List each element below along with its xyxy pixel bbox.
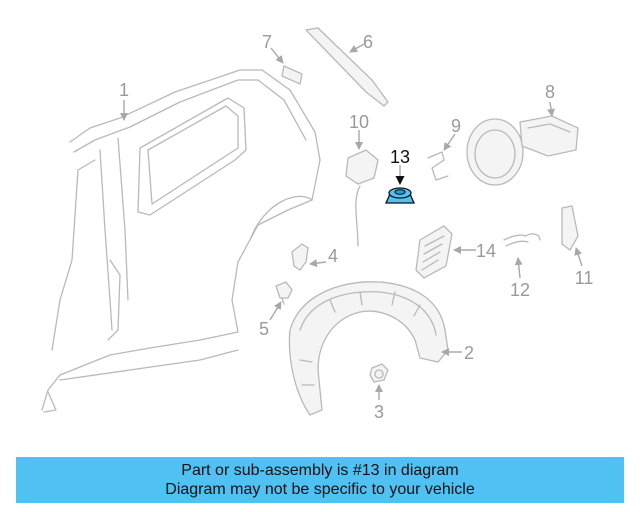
callout-13[interactable]: 13 xyxy=(390,147,410,167)
spring-part[interactable] xyxy=(427,151,449,181)
leader-11 xyxy=(574,247,583,267)
callout-11[interactable]: 11 xyxy=(575,268,594,288)
banner-line-2: Diagram may not be specific to your vehi… xyxy=(165,481,475,498)
fuel-door[interactable] xyxy=(466,115,579,186)
callout-12[interactable]: 12 xyxy=(510,280,530,300)
clip-part[interactable] xyxy=(291,243,309,271)
leader-4 xyxy=(309,259,327,268)
callout-3[interactable]: 3 xyxy=(374,402,384,422)
callout-8[interactable]: 8 xyxy=(545,82,555,102)
fastener-bolt[interactable] xyxy=(369,363,389,383)
callout-1[interactable]: 1 xyxy=(119,80,129,100)
hose-part[interactable] xyxy=(503,233,541,247)
push-pin[interactable] xyxy=(275,281,293,305)
callout-4[interactable]: 4 xyxy=(328,246,338,266)
info-banner: Part or sub-assembly is #13 in diagram D… xyxy=(16,457,624,503)
leader-9 xyxy=(443,133,456,151)
bracket-part[interactable] xyxy=(561,205,579,251)
leader-6 xyxy=(349,43,365,53)
parts-diagram: 1 2 3 4 5 6 7 8 9 10 11 12 13 14 xyxy=(41,27,594,422)
callout-9[interactable]: 9 xyxy=(451,116,461,136)
callout-7[interactable]: 7 xyxy=(262,32,272,52)
quarter-panel[interactable] xyxy=(41,69,321,413)
wheel-house-liner[interactable] xyxy=(288,281,449,416)
vent-grille[interactable] xyxy=(415,225,453,279)
leader-5 xyxy=(269,301,282,321)
grommet-part-highlighted[interactable] xyxy=(384,187,416,204)
callout-14[interactable]: 14 xyxy=(476,241,496,261)
callout-6[interactable]: 6 xyxy=(363,32,373,52)
release-actuator[interactable] xyxy=(345,149,379,247)
leader-8 xyxy=(547,101,555,117)
callout-2[interactable]: 2 xyxy=(464,343,474,363)
leader-7 xyxy=(270,47,284,64)
leader-12 xyxy=(514,257,523,279)
seal-part[interactable] xyxy=(281,65,303,85)
callout-10[interactable]: 10 xyxy=(349,112,369,132)
callout-5[interactable]: 5 xyxy=(259,319,269,339)
moulding-strip[interactable] xyxy=(304,27,389,107)
banner-line-1: Part or sub-assembly is #13 in diagram xyxy=(181,462,459,479)
